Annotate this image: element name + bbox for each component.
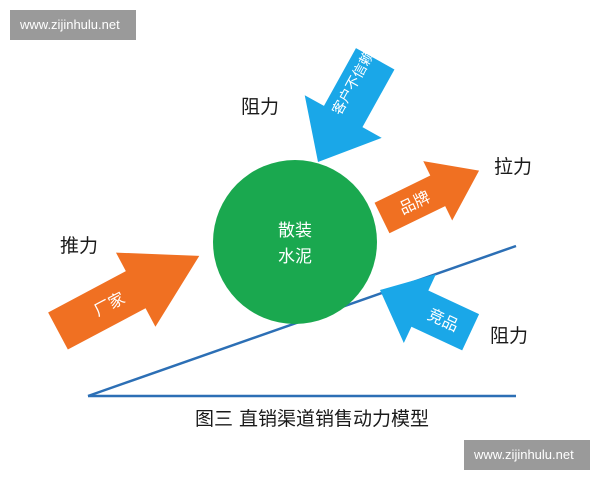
pull-arrow: 品牌 xyxy=(374,161,480,234)
ball-label-line2: 水泥 xyxy=(278,247,312,267)
push-arrow: 厂家 xyxy=(48,252,200,350)
watermark-bottom: www.zijinhulu.net xyxy=(464,440,590,470)
cement-ball xyxy=(213,160,377,324)
ball-label-line1: 散装 xyxy=(278,221,312,241)
resist-bottom-label: 阻力 xyxy=(490,325,528,347)
diagram-caption: 图三 直销渠道销售动力模型 xyxy=(195,408,429,430)
resist-top-label: 阻力 xyxy=(241,96,279,118)
pull-label: 拉力 xyxy=(494,156,532,178)
push-label: 推力 xyxy=(60,235,98,257)
watermark-top: www.zijinhulu.net xyxy=(10,10,136,40)
resist-bottom-arrow: 竞品 xyxy=(380,274,480,351)
resist-top-arrow: 客户不信赖 xyxy=(304,48,395,162)
